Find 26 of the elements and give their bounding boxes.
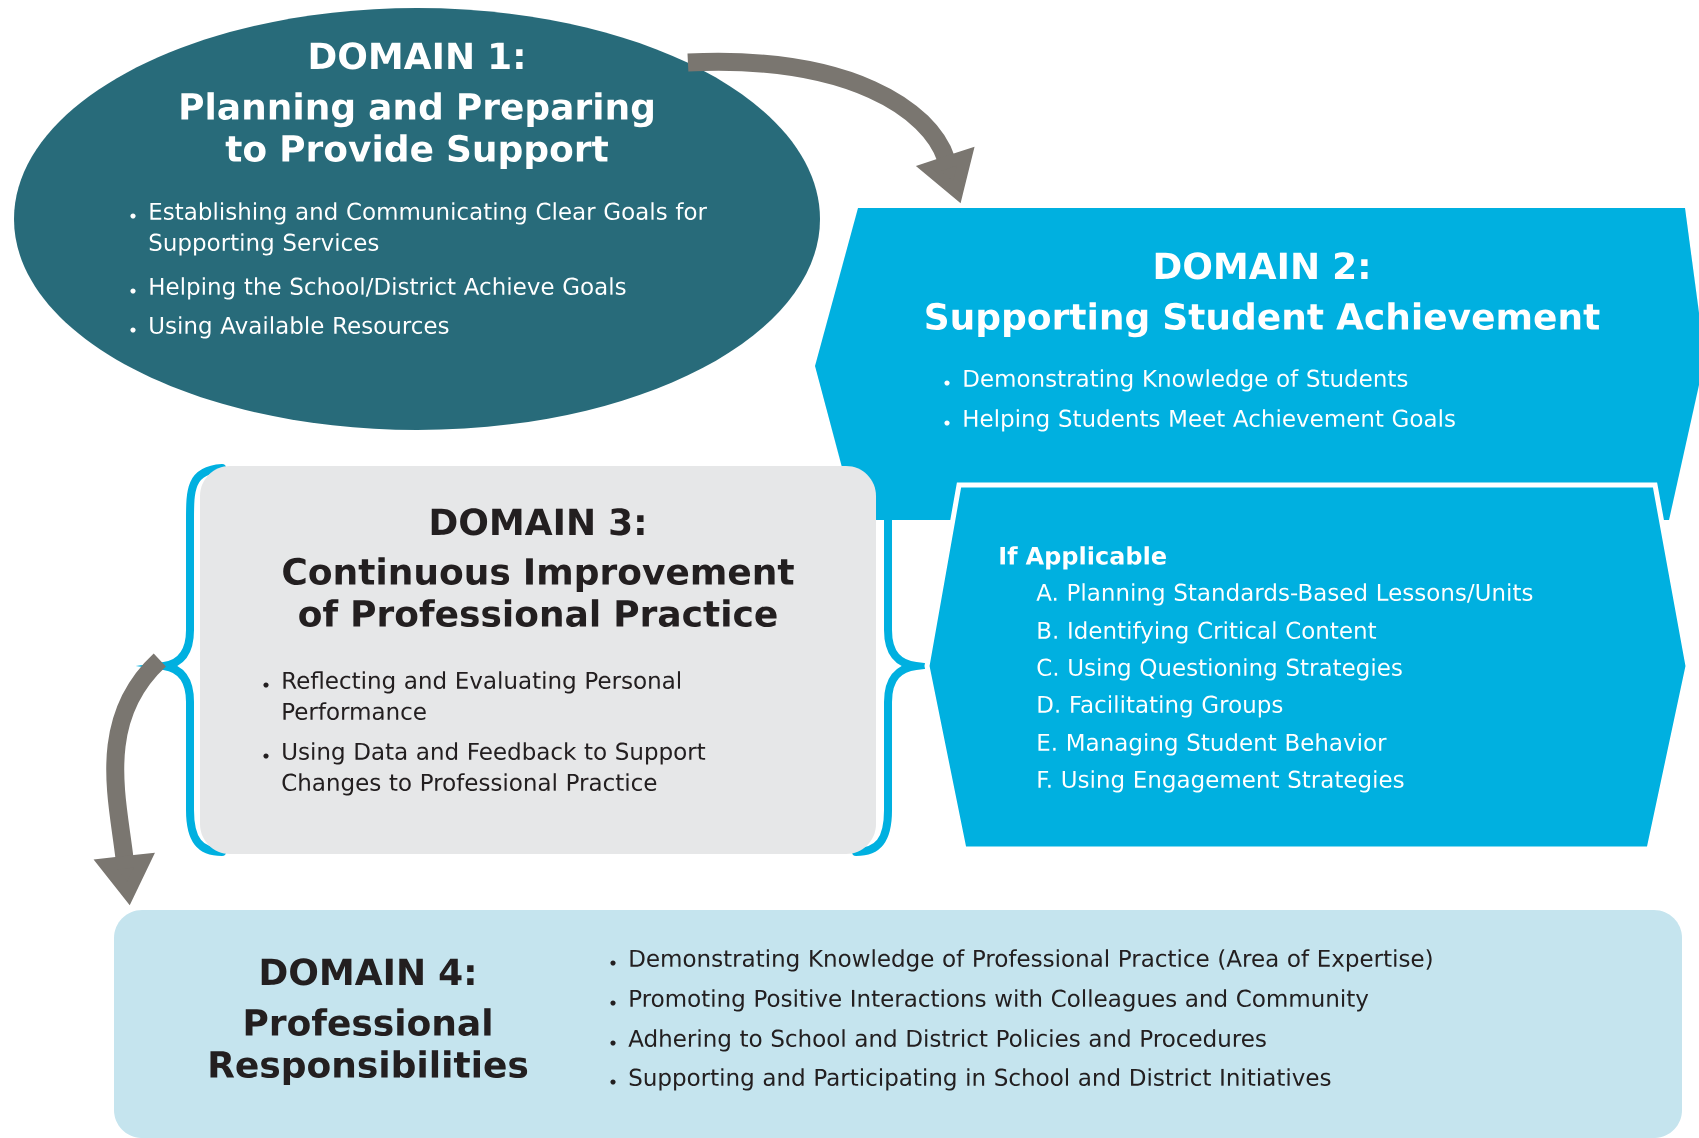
- domain-title: Supporting Student Achievement: [926, 302, 1600, 338]
- list-item: C. Using Questioning Strategies: [1037, 658, 1402, 681]
- bullet-item: Reflecting and Evaluating Personal Performance: [283, 671, 681, 720]
- subheading: If Applicable: [1000, 546, 1166, 570]
- bullet-item: Supporting and Participating in School and District Initiatives: [629, 1068, 1331, 1091]
- bullet-item: Promoting Positive Interactions with Colleagues and Community: [630, 989, 1369, 1012]
- bullet-item: Helping Students Meet Achievement Goals: [964, 409, 1455, 432]
- list-item: A. Planning Standards-Based Lessons/Units: [1036, 583, 1533, 606]
- bullet-item: Adhering to School and District Policies and Procedures: [628, 1029, 1266, 1052]
- domain-heading: DOMAIN 4:: [261, 958, 474, 986]
- domain-heading: DOMAIN 2:: [1155, 252, 1368, 280]
- list-item: E. Managing Student Behavior: [1038, 733, 1387, 756]
- bullet-item: Establishing and Communicating Clear Goals for Supporting Services: [149, 202, 707, 256]
- domain-heading: DOMAIN 3:: [431, 508, 644, 536]
- bullet-item: Demonstrating Knowledge of Professional Practice (Area of Expertise): [630, 949, 1432, 972]
- bullet-item: Using Data and Feedback to Support Changes to Professional Practice: [282, 742, 706, 796]
- domain-title: Professional Responsibilities: [210, 1008, 528, 1086]
- bullet-item: Using Available Resources: [150, 316, 449, 339]
- list-item: B. Identifying Critical Content: [1038, 621, 1377, 644]
- domain-heading: DOMAIN 1:: [310, 42, 523, 70]
- bullet-item: Demonstrating Knowledge of Students: [964, 369, 1408, 392]
- domain-title: Continuous Improvement of Professional Practice: [283, 557, 794, 628]
- domain-title: Planning and Preparing to Provide Support: [181, 92, 653, 170]
- list-item: D. Facilitating Groups: [1038, 695, 1283, 718]
- bullet-item: Helping the School/District Achieve Goals: [150, 277, 626, 300]
- list-item: F. Using Engagement Strategies: [1038, 770, 1404, 793]
